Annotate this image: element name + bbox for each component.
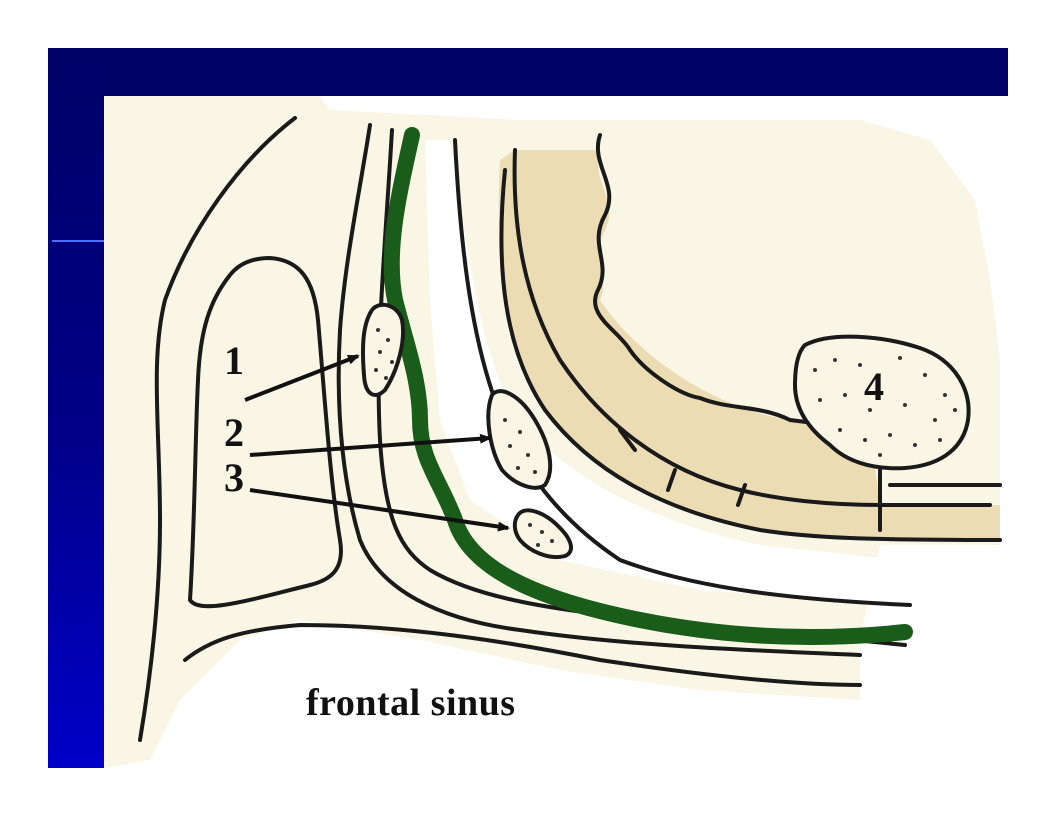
inner-bone-line — [336, 123, 862, 657]
label-4: 4 — [864, 364, 884, 409]
label-3: 3 — [224, 455, 244, 500]
gyrus-notch-2 — [666, 468, 677, 492]
brain-band — [498, 150, 1000, 540]
posterior-wall-line — [183, 623, 862, 687]
structure-2 — [486, 389, 553, 490]
gyri-outline — [593, 133, 872, 432]
arrow-3 — [249, 488, 510, 532]
slide-frame-top — [48, 48, 1008, 96]
arrow-1 — [244, 354, 360, 402]
cavity-region — [425, 140, 905, 605]
frontal-sinus-outline — [188, 256, 343, 609]
anatomy-diagram — [104, 96, 1008, 768]
gyrus-notch-1 — [618, 428, 637, 452]
arrow-2 — [249, 433, 492, 457]
structure-1 — [360, 302, 405, 397]
nerve-tract — [383, 127, 913, 645]
gyrus-notch-3 — [736, 483, 747, 507]
anatomy-drawing — [104, 96, 1002, 768]
meningeal-line — [453, 138, 912, 607]
structure-dots — [374, 328, 957, 547]
brain-surface — [512, 148, 992, 507]
frame-accent-line — [52, 240, 104, 242]
brain-band-upper — [514, 150, 880, 505]
outer-bone-wall — [138, 116, 297, 742]
label-2: 2 — [224, 410, 244, 455]
brain-lower-line — [499, 168, 1002, 542]
structure-4 — [792, 334, 971, 471]
bone-background — [104, 96, 1000, 768]
slide-frame-left — [48, 48, 104, 768]
label-1: 1 — [224, 338, 244, 383]
caption-frontal-sinus: frontal sinus — [306, 682, 516, 724]
